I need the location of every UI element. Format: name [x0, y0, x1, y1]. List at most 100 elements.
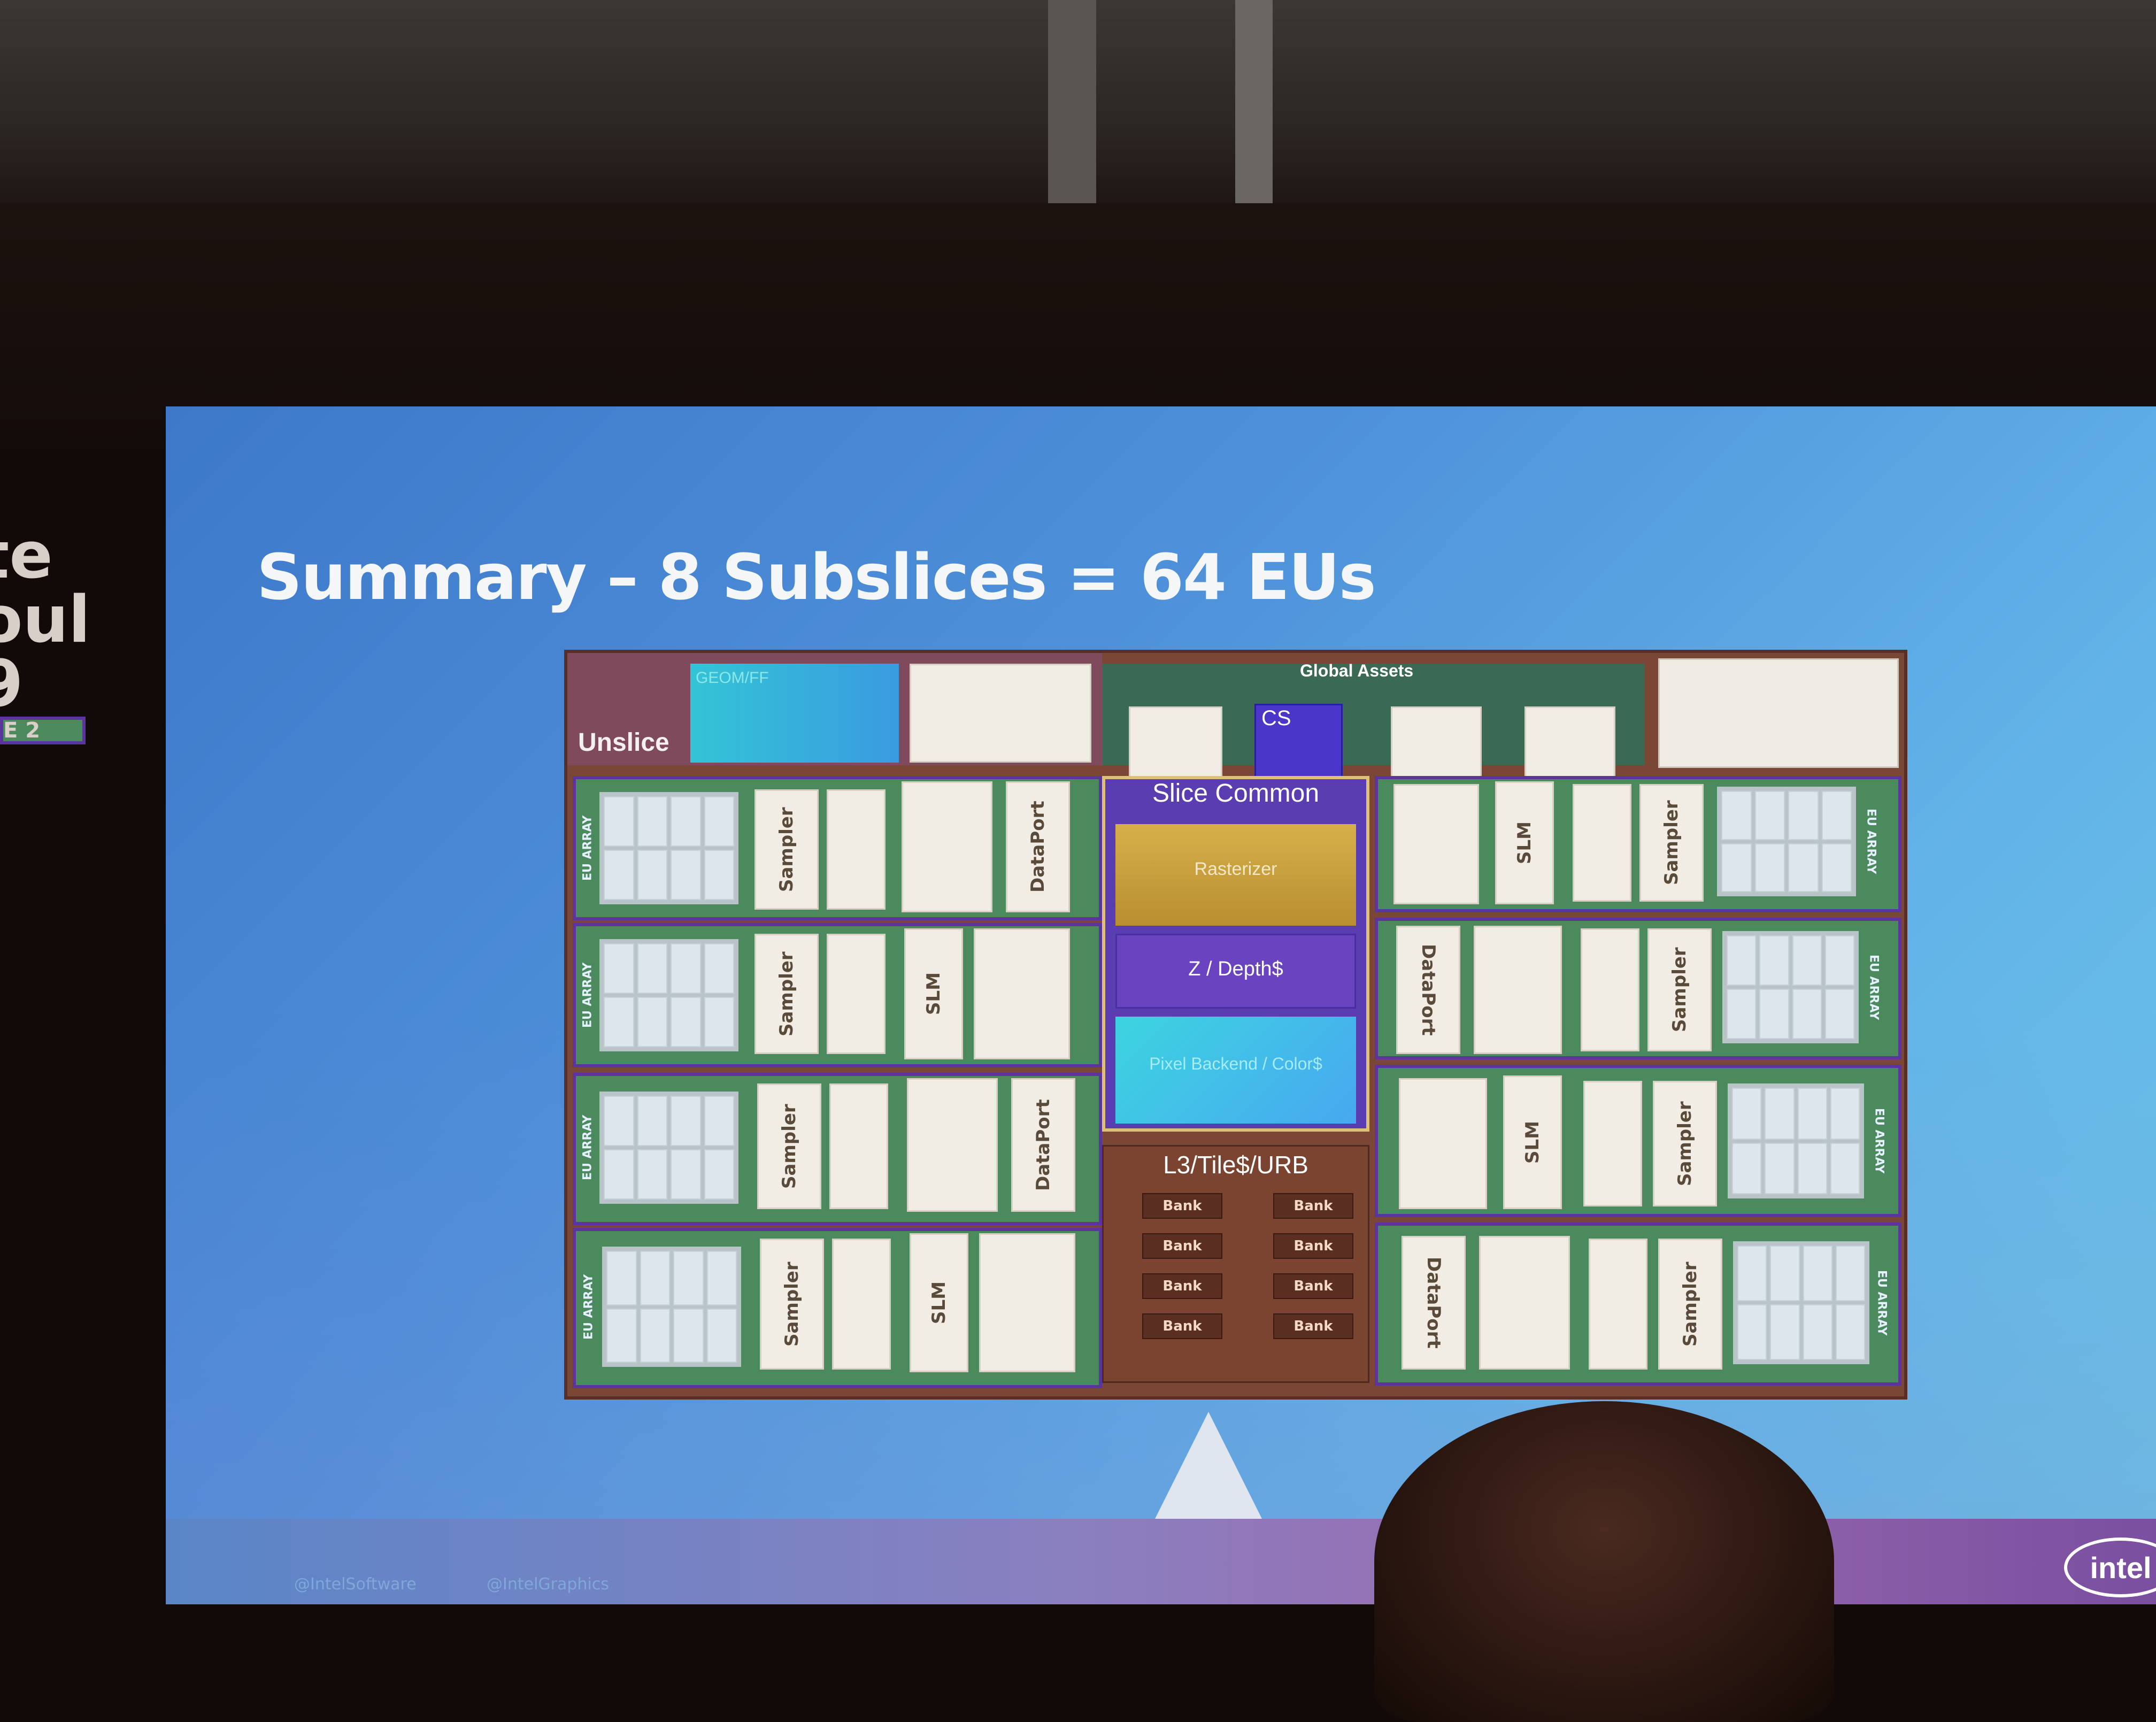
- sampler-block: [1658, 1239, 1722, 1370]
- slm-block: [1495, 781, 1554, 904]
- bank-block: Bank: [1273, 1193, 1353, 1219]
- subslice-block: [1479, 1236, 1570, 1370]
- eu-array-label: EU ARRAY: [581, 962, 595, 1028]
- global-asset-block: [1391, 706, 1482, 787]
- intel-logo: intel: [2064, 1538, 2156, 1597]
- subslice-block: [1399, 1078, 1487, 1209]
- bank-block: Bank: [1142, 1233, 1222, 1259]
- subslice-block: [1583, 1081, 1642, 1206]
- eu-array-label: EU ARRAY: [1864, 809, 1878, 874]
- event-sign-subtext: E 2: [0, 717, 86, 744]
- event-sign-line: 9: [0, 647, 24, 721]
- sampler-label: Sampler: [1669, 947, 1690, 1033]
- eu-array: [1733, 1241, 1869, 1364]
- dataport-label: DataPort: [1027, 801, 1049, 893]
- slm-block: [904, 928, 963, 1059]
- ceiling-beam: [1048, 0, 1096, 203]
- sampler-block: [1639, 784, 1704, 902]
- dataport-block: [1402, 1236, 1466, 1370]
- footer-social-handle: @IntelGraphics: [487, 1575, 609, 1594]
- footer-social-handle: @IntelSoftware: [294, 1575, 417, 1594]
- cs-block: [1254, 704, 1343, 784]
- bank-block: Bank: [1142, 1313, 1222, 1339]
- slm-label: SLM: [1514, 821, 1535, 864]
- geom-ff-block: [690, 664, 899, 763]
- global-assets-title: Global Assets: [1300, 661, 1414, 680]
- eu-array: [1728, 1083, 1864, 1198]
- pixel-backend-label: Pixel Backend / Color$: [1149, 1054, 1322, 1073]
- dataport-label: DataPort: [1418, 944, 1439, 1036]
- gpu-block-diagram: Unslice GEOM/FF Global Assets CS EU ARRA…: [564, 650, 1907, 1400]
- dataport-block: [1006, 781, 1070, 912]
- subslice-block: [1589, 1239, 1647, 1370]
- l3-title: L3/Tile$/URB: [1163, 1151, 1308, 1179]
- eu-array: [599, 1091, 738, 1204]
- slm-block: [910, 1233, 968, 1372]
- sampler-block: [1647, 928, 1712, 1051]
- eu-array: [602, 1247, 741, 1367]
- bank-block: Bank: [1273, 1313, 1353, 1339]
- global-asset-block: [1129, 706, 1222, 787]
- slice-common-title: Slice Common: [1152, 779, 1320, 808]
- subslice-block: [827, 934, 886, 1054]
- dataport-label: DataPort: [1033, 1099, 1054, 1191]
- bank-block: Bank: [1273, 1273, 1353, 1299]
- ceiling-beam: [1235, 0, 1273, 203]
- subslice-block: [1393, 784, 1479, 904]
- sampler-label: Sampler: [1661, 800, 1682, 886]
- sampler-label: Sampler: [776, 807, 797, 892]
- pixel-backend-block: [1115, 1017, 1356, 1124]
- bank-block: Bank: [1273, 1233, 1353, 1259]
- subslice-block: [1474, 926, 1562, 1054]
- eu-array: [599, 939, 738, 1051]
- unslice-label: Unslice: [578, 728, 669, 757]
- event-sign-line: oul: [0, 583, 86, 657]
- eu-array: [1717, 787, 1856, 896]
- dataport-label: DataPort: [1423, 1257, 1444, 1349]
- eu-array-label: EU ARRAY: [1872, 1108, 1886, 1174]
- slm-label: SLM: [923, 972, 944, 1016]
- eu-array-label: EU ARRAY: [582, 1274, 596, 1340]
- event-sign-line: te: [0, 524, 53, 593]
- eu-array-label: EU ARRAY: [581, 815, 595, 881]
- sampler-block: [754, 789, 819, 910]
- rasterizer-block: [1115, 824, 1356, 926]
- bank-block: Bank: [1142, 1193, 1222, 1219]
- subslice-block: [832, 1239, 891, 1370]
- cs-label: CS: [1261, 706, 1291, 730]
- audience-head: [1374, 1401, 1834, 1722]
- subslice-block: [979, 1233, 1075, 1372]
- eu-array-label: EU ARRAY: [581, 1114, 595, 1181]
- sampler-label: Sampler: [1680, 1262, 1701, 1347]
- bank-block: Bank: [1142, 1273, 1222, 1299]
- projection-screen: Summary – 8 Subslices = 64 EUs Unslice G…: [166, 406, 2156, 1604]
- subslice-block: [907, 1078, 998, 1212]
- eu-array-label: EU ARRAY: [1867, 954, 1881, 1020]
- slm-label: SLM: [1522, 1121, 1543, 1164]
- sampler-block: [757, 1083, 821, 1209]
- global-asset-block: [1524, 706, 1615, 787]
- global-asset-block-large: [1658, 658, 1899, 768]
- sampler-block: [760, 1239, 824, 1370]
- l3-region: [1102, 1145, 1369, 1383]
- dataport-block: [1396, 926, 1460, 1054]
- rasterizer-label: Rasterizer: [1194, 859, 1277, 879]
- subslice-block: [829, 1083, 888, 1209]
- sampler-block: [754, 934, 819, 1054]
- subslice-block: [1573, 784, 1631, 902]
- unslice-block: [910, 664, 1091, 763]
- slide-footer-strip: [166, 1519, 2156, 1604]
- sampler-label: Sampler: [1674, 1101, 1696, 1186]
- slm-block: [1503, 1075, 1562, 1209]
- slm-label: SLM: [928, 1281, 950, 1324]
- eu-array-label: EU ARRAY: [1875, 1270, 1889, 1336]
- dataport-block: [1011, 1078, 1075, 1212]
- zdepth-block: [1115, 934, 1356, 1009]
- subslice-block: [827, 789, 886, 910]
- event-sign: te oul 9 E 2: [0, 524, 86, 770]
- sampler-label: Sampler: [779, 1104, 800, 1189]
- subslice-block: [974, 928, 1070, 1059]
- sampler-label: Sampler: [781, 1262, 803, 1347]
- slide-title: Summary – 8 Subslices = 64 EUs: [257, 540, 1376, 614]
- eu-array: [599, 792, 738, 904]
